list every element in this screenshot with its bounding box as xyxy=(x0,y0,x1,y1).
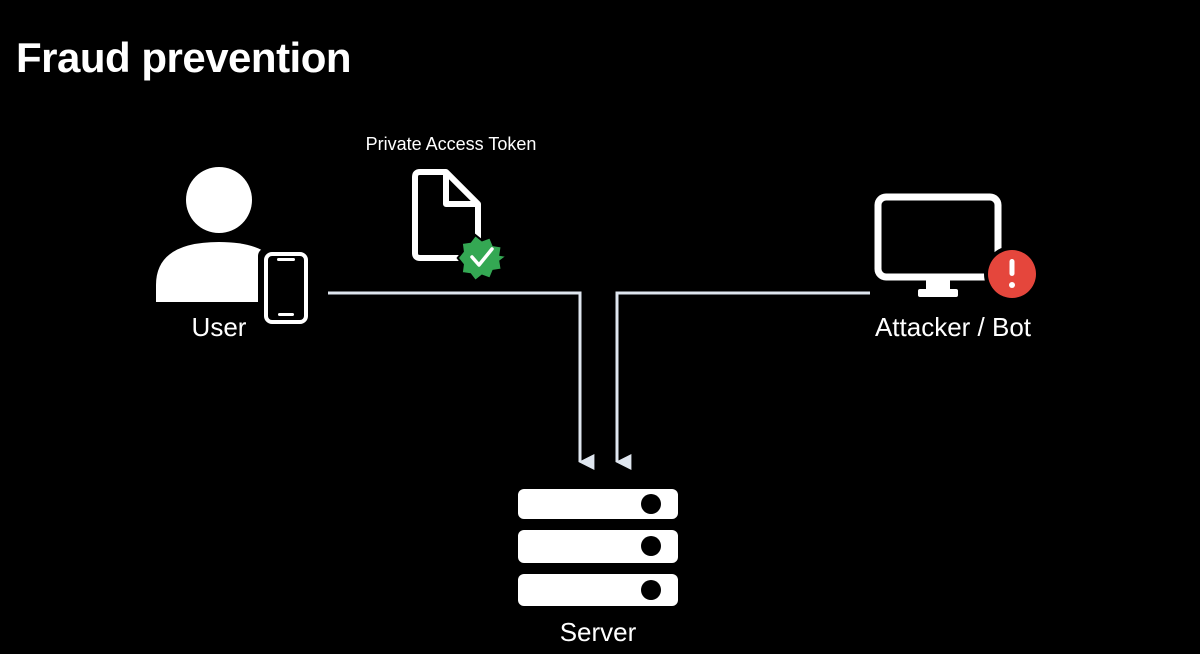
token-label: Private Access Token xyxy=(366,134,537,154)
alert-badge-icon xyxy=(984,246,1040,302)
server-stack-icon xyxy=(518,489,678,606)
token-node: Private Access Token xyxy=(366,134,537,283)
monitor-icon xyxy=(874,193,1002,297)
person-icon xyxy=(156,167,282,302)
attacker-node: Attacker / Bot xyxy=(874,193,1040,342)
server-node: Server xyxy=(518,489,678,647)
verified-checkmark-badge-icon xyxy=(456,233,510,283)
user-label: User xyxy=(192,312,247,342)
server-label: Server xyxy=(560,617,637,647)
user-node: User xyxy=(156,167,314,342)
connector-attacker-to-server xyxy=(615,291,870,470)
phone-icon xyxy=(258,248,314,328)
slide-title: Fraud prevention xyxy=(16,34,352,81)
connector-user-to-server xyxy=(328,291,595,470)
attacker-label: Attacker / Bot xyxy=(875,312,1032,342)
